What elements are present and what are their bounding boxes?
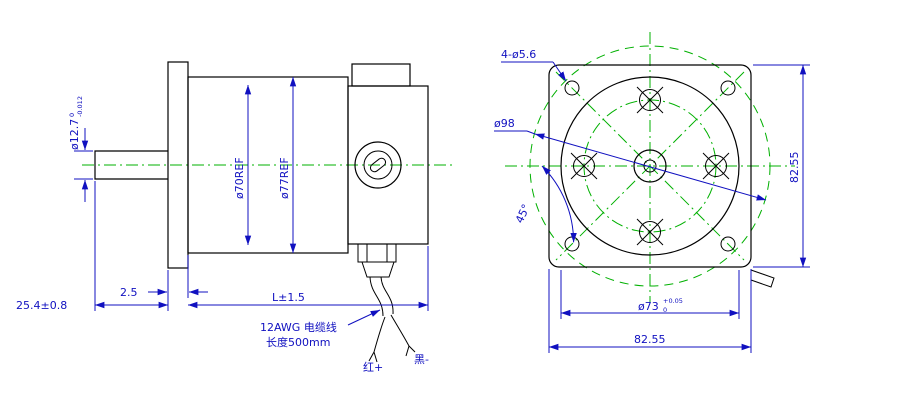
pilot-tol-upper: +0.05 <box>663 297 683 305</box>
outer-reference-circle <box>529 45 771 287</box>
cap-outer-circle <box>354 141 402 189</box>
cable-spec-note: 12AWG 电缆线 <box>260 320 337 334</box>
cable-outline <box>369 276 384 317</box>
stator-diameter-dim: ø70REF <box>233 157 246 199</box>
strain-relief <box>361 261 395 278</box>
body-length-dim: L±1.5 <box>272 291 305 304</box>
corner-holes-dim: 4-ø5.6 <box>501 48 536 61</box>
body-diameter-dim: ø77REF <box>278 157 291 199</box>
diameter-dim-line <box>534 133 767 201</box>
cap-key-slot <box>369 157 387 173</box>
side-view: ø12.7 0 -0.012 25.4±0.8 2.5 L±1.5 ø70REF… <box>16 61 452 374</box>
corner-hole <box>720 80 736 96</box>
outer-diameter-dim: ø98 <box>494 117 515 130</box>
body-diameter-dim-group: ø77REF <box>278 157 291 199</box>
shaft-dia-text: ø12.7 <box>68 119 81 150</box>
terminal-tab-outline <box>750 269 775 288</box>
leader-line <box>347 309 381 326</box>
angle-dim-group: 45° <box>513 202 533 225</box>
cable-gland-nut <box>357 243 397 263</box>
shaft-dia-tol-upper: 0 <box>68 113 76 117</box>
screw-bottom <box>636 218 664 246</box>
flange-height-dim-group: 82.55 <box>788 152 801 184</box>
pilot-diameter-dim: ø73 <box>638 300 659 313</box>
flange-height-dim: 82.55 <box>788 152 801 184</box>
flange-thickness-dim: 2.5 <box>120 286 138 299</box>
top-boss-outline <box>351 63 411 87</box>
angle-arc <box>541 165 577 243</box>
cap-inner-circle <box>363 150 393 180</box>
negative-wire <box>390 314 416 357</box>
flange-width-dim: 82.55 <box>634 333 666 346</box>
shaft-diameter-dim: ø12.7 0 -0.012 <box>68 96 84 150</box>
corner-hole <box>564 80 580 96</box>
shaft-dia-tol-lower: -0.012 <box>76 96 84 117</box>
corner-hole <box>720 236 736 252</box>
positive-wire <box>368 316 386 363</box>
pilot-tol-lower: 0 <box>663 306 667 314</box>
front-view: 4-ø5.6 ø98 45° 82.55 ø73 +0.05 0 82.55 <box>494 32 810 353</box>
angle-dim: 45° <box>513 202 533 225</box>
leader-line <box>526 130 536 135</box>
negative-wire-label: 黑- <box>414 353 429 366</box>
stator-diameter-dim-group: ø70REF <box>233 157 246 199</box>
shaft-length-dim: 25.4±0.8 <box>16 299 67 312</box>
shaft-outline <box>94 150 168 180</box>
positive-wire-label: 红+ <box>363 361 383 374</box>
cable-outline <box>380 276 394 315</box>
cable-length-note: 长度500mm <box>266 335 330 349</box>
leader-line <box>552 61 567 82</box>
screw-top <box>636 86 664 114</box>
